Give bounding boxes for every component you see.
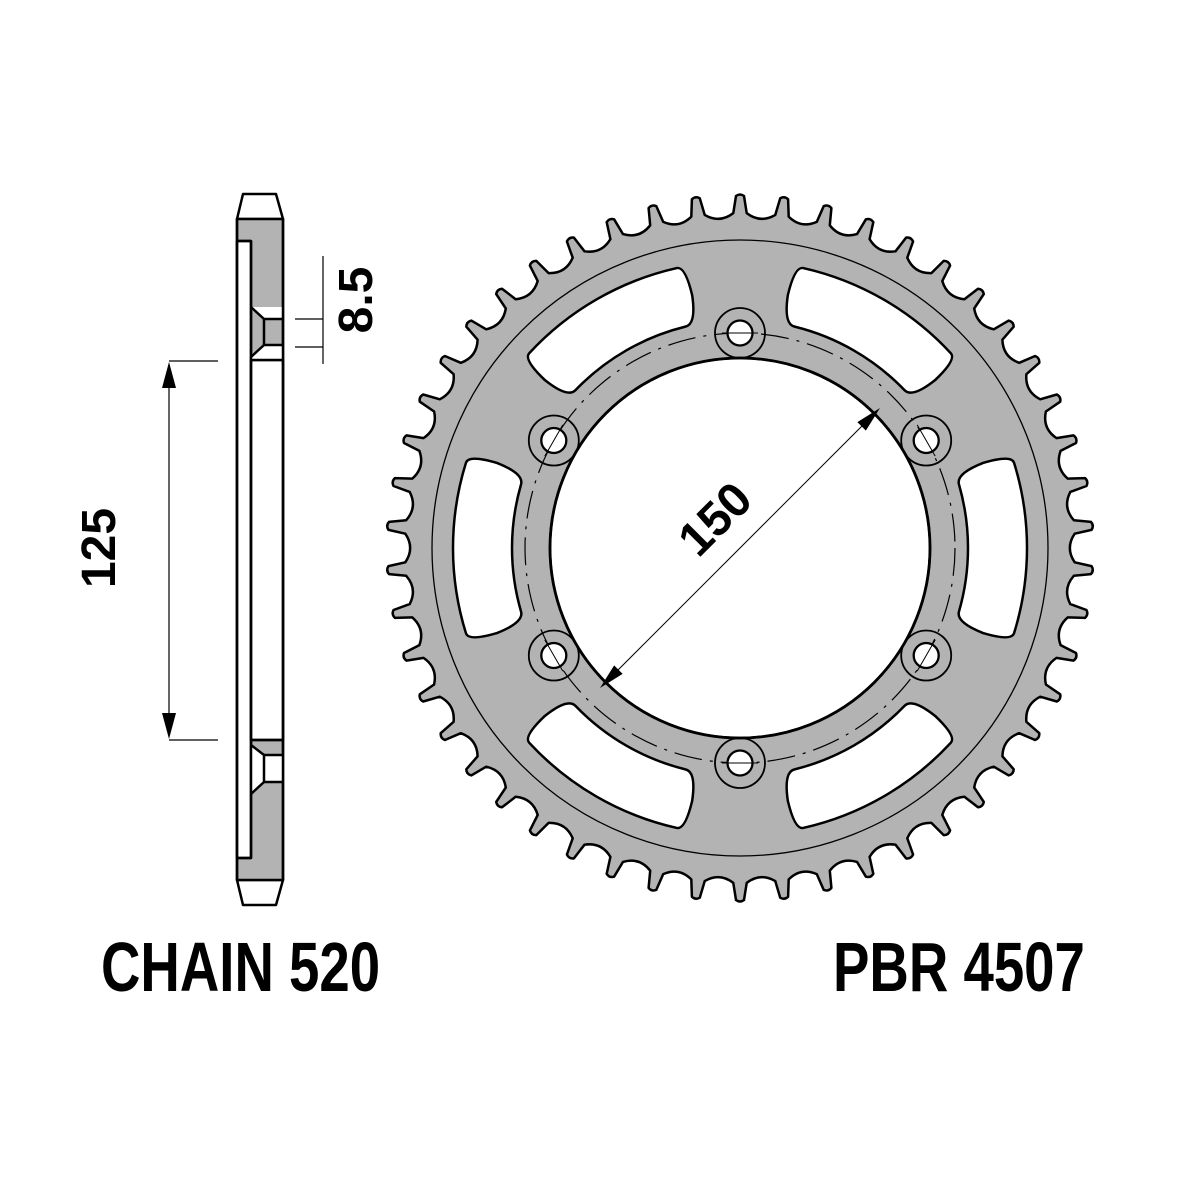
side-view-bottom-tooth (235, 878, 285, 907)
bolt-hole-counterbore (527, 414, 580, 467)
side-view-top-tooth (235, 192, 285, 221)
bore-diameter-dimension-line (605, 413, 875, 683)
chain-size-label: CHAIN 520 (101, 928, 381, 1006)
bolt-hole-centerline (544, 424, 564, 457)
bolt-hole-centerline (544, 639, 564, 672)
side-view-inner-strip (235, 239, 253, 860)
bolt-hole-centerline (916, 639, 936, 672)
side-view-top-bolt-hole (251, 307, 283, 360)
bolt-hole-counterbore (900, 629, 953, 682)
hub-spacing-value: 125 (73, 507, 126, 589)
lightening-slot (451, 457, 523, 639)
side-view-hub-face (249, 358, 285, 742)
hub-spacing-dimension (162, 360, 218, 741)
dimension-arrow-icon (599, 665, 623, 689)
side-view-bottom-bolt-hole (251, 745, 264, 794)
bolt-hole-counterbore (900, 414, 953, 467)
side-view (235, 192, 285, 907)
lightening-slot (957, 457, 1029, 639)
dimension-arrow-icon (857, 407, 881, 431)
bolt-hole-centerline (916, 424, 936, 457)
lightening-slot (526, 702, 695, 830)
bolt-hole-counterbore (527, 629, 580, 682)
lightening-slot (785, 266, 954, 394)
sprocket-front-view (385, 193, 1095, 903)
pitch-circle (431, 239, 1049, 857)
lightening-slot (526, 266, 695, 394)
lightening-slot (785, 702, 954, 830)
thickness-dimension (295, 256, 324, 364)
center-bore (548, 356, 932, 740)
part-number-label: PBR 4507 (833, 928, 1085, 1006)
thickness-value: 8.5 (330, 266, 383, 334)
